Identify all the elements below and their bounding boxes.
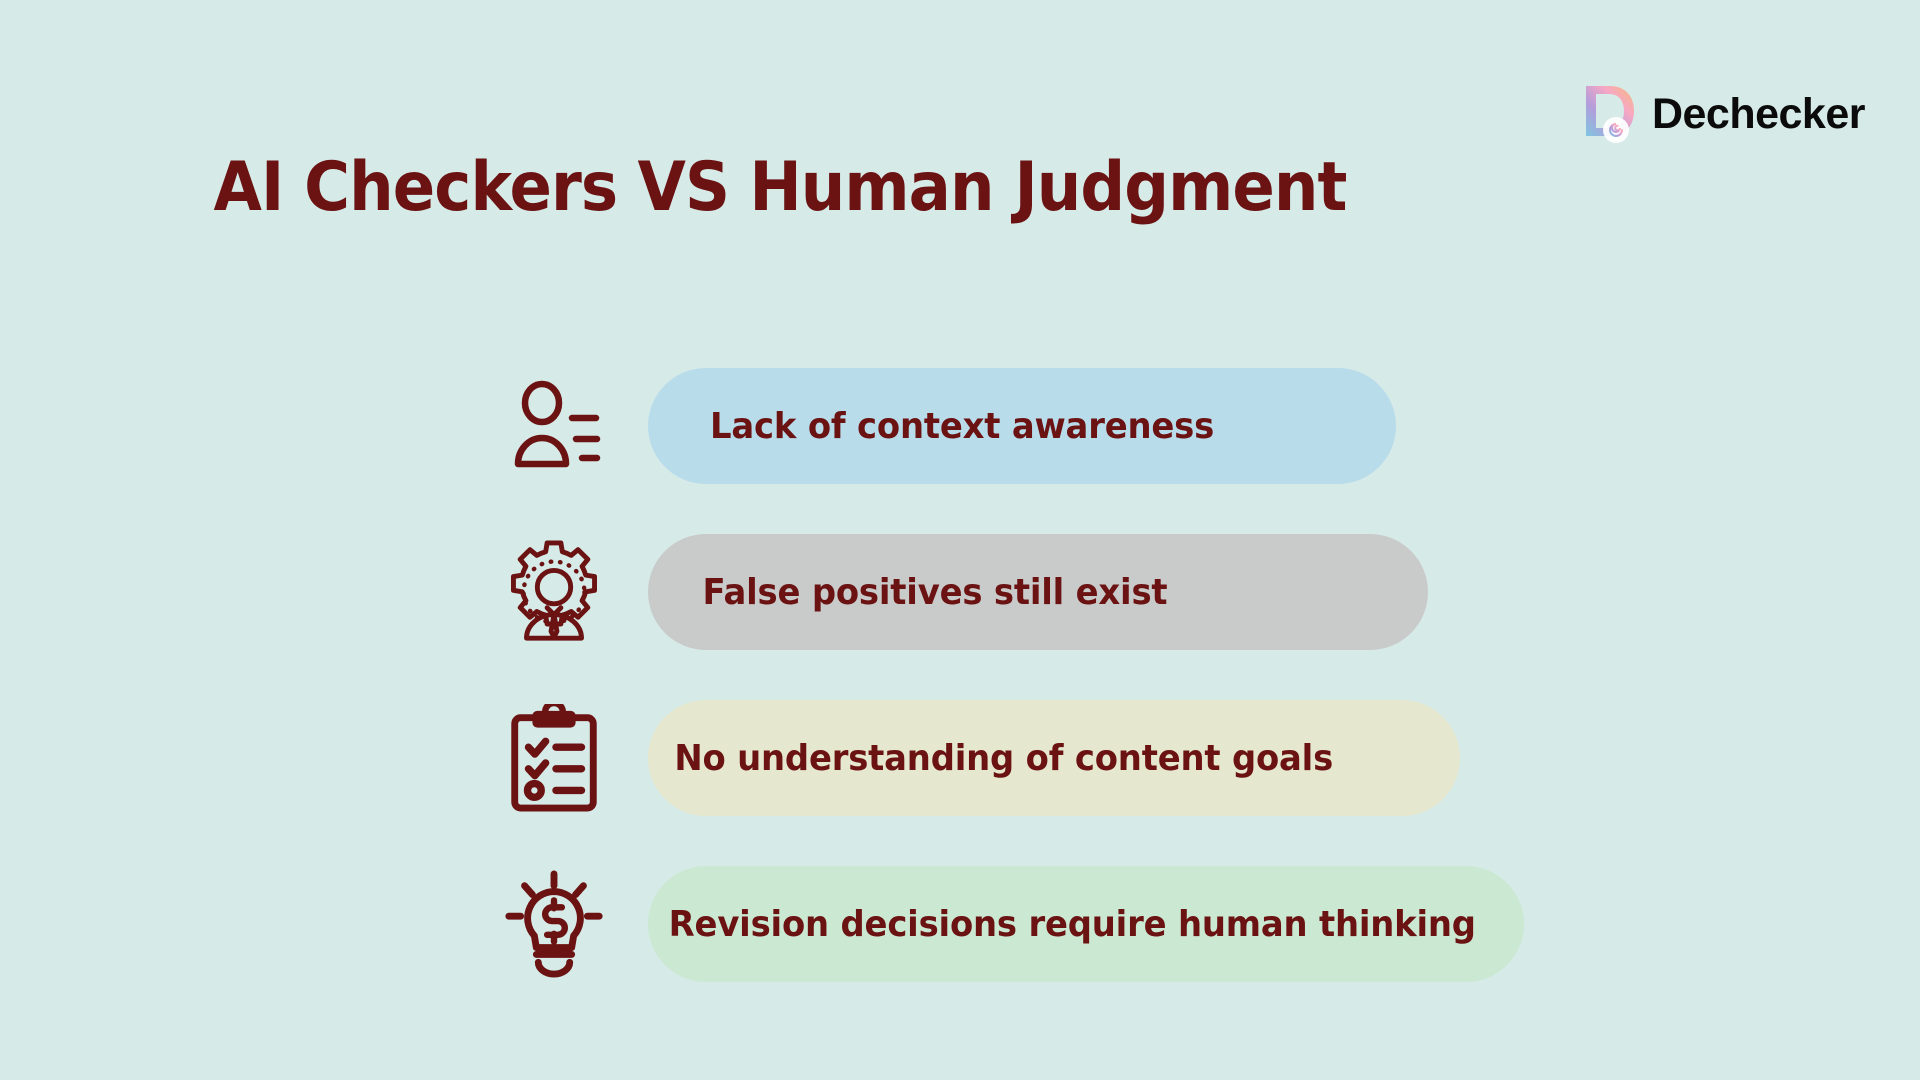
gradient-d-logo-icon bbox=[1574, 78, 1646, 150]
clipboard-checklist-icon bbox=[500, 704, 608, 812]
gear-person-icon bbox=[500, 538, 608, 646]
feature-pill[interactable]: No understanding of content goals bbox=[648, 700, 1460, 816]
feature-list: Lack of context awareness Fals bbox=[0, 368, 1920, 982]
user-lines-icon bbox=[500, 372, 608, 480]
list-item-label: Revision decisions require human thinkin… bbox=[668, 903, 1476, 945]
brand-name: Dechecker bbox=[1651, 89, 1866, 138]
title-part-1: AI Checkers bbox=[213, 148, 618, 227]
title-separator: VS bbox=[637, 148, 730, 227]
brand-logo: Dechecker bbox=[1574, 78, 1866, 150]
list-item-label: Lack of context awareness bbox=[710, 405, 1215, 447]
feature-pill[interactable]: False positives still exist bbox=[648, 534, 1428, 650]
list-item: No understanding of content goals bbox=[0, 700, 1920, 816]
feature-pill[interactable]: Lack of context awareness bbox=[648, 368, 1396, 484]
title-part-2: Human Judgment bbox=[749, 148, 1347, 227]
list-item: False positives still exist bbox=[0, 534, 1920, 650]
feature-pill[interactable]: Revision decisions require human thinkin… bbox=[648, 866, 1524, 982]
list-item: Lack of context awareness bbox=[0, 368, 1920, 484]
lightbulb-dollar-icon bbox=[500, 870, 608, 978]
list-item: Revision decisions require human thinkin… bbox=[0, 866, 1920, 982]
list-item-label: No understanding of content goals bbox=[674, 737, 1334, 779]
list-item-label: False positives still exist bbox=[702, 571, 1168, 613]
